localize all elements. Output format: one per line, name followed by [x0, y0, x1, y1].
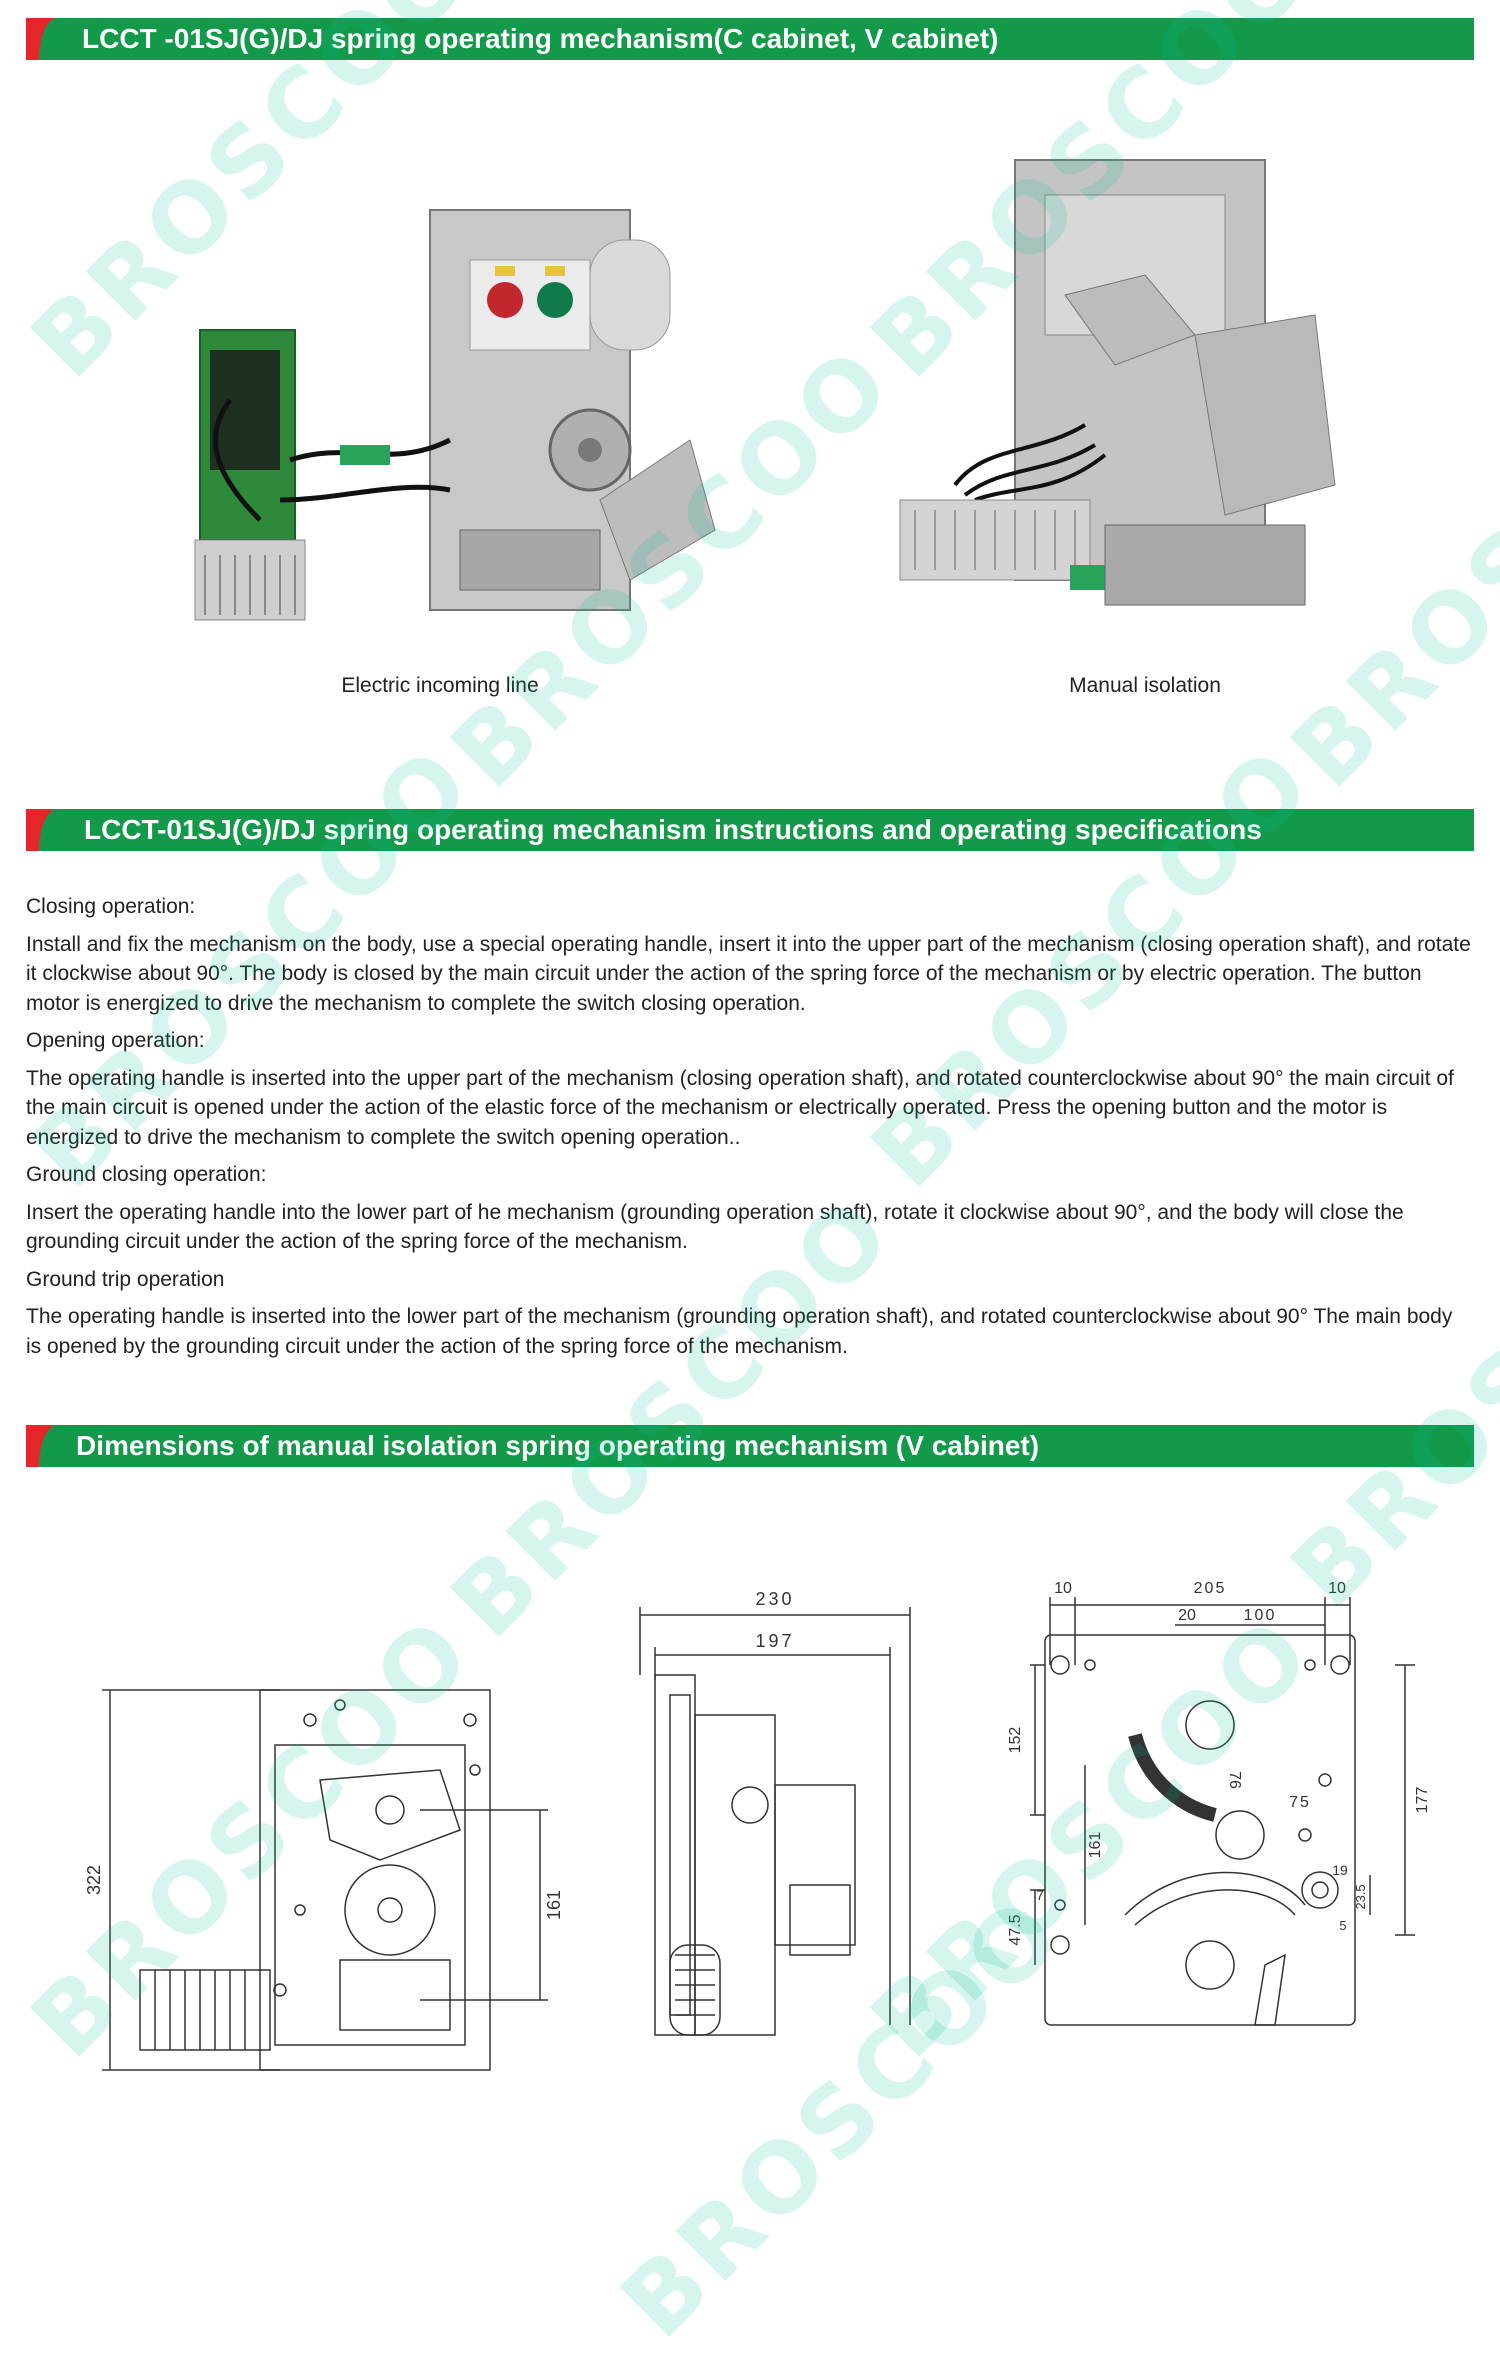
section-banner-3: Dimensions of manual isolation spring op…: [26, 1425, 1474, 1467]
opening-heading: Opening operation:: [26, 1029, 205, 1052]
dim-front-height: 322: [84, 1865, 104, 1895]
dim-plate-177: 177: [1414, 1787, 1431, 1814]
dim-plate-width: 205: [1194, 1580, 1227, 1597]
ground-trip-text: The operating handle is inserted into th…: [26, 1305, 1453, 1358]
section-title-3: Dimensions of manual isolation spring op…: [76, 1430, 1040, 1461]
section-title-2: LCCT-01SJ(G)/DJ spring operating mechani…: [84, 814, 1262, 845]
closing-text: Install and fix the mechanism on the bod…: [26, 932, 1471, 1015]
closing-heading: Closing operation:: [26, 895, 196, 918]
ground-closing-heading: Ground closing operation:: [26, 1163, 267, 1186]
dim-front-inner: 161: [544, 1890, 564, 1920]
right-photo-caption: Manual isolation: [1069, 674, 1221, 697]
dim-plate-left-margin: 10: [1054, 1580, 1072, 1597]
dim-plate-76: 76: [1226, 1771, 1243, 1789]
left-photo-caption: Electric incoming line: [341, 674, 539, 697]
banner-red-tab: [26, 18, 56, 60]
dim-plate-152: 152: [1007, 1727, 1024, 1754]
dim-plate-5: 5: [1339, 1918, 1346, 1933]
instructions: Closing operation: Install and fix the m…: [26, 892, 1472, 1369]
dim-plate-100: 100: [1244, 1607, 1277, 1624]
dim-side-width: 230: [755, 1589, 794, 1609]
manual-isolation-photo: [899, 159, 1336, 606]
dim-plate-20: 20: [1178, 1607, 1196, 1624]
dim-plate-right-margin: 10: [1328, 1580, 1346, 1597]
banner-red-tab: [26, 1425, 56, 1467]
electric-incoming-line-photo: [194, 209, 716, 621]
dim-plate-47-5: 47.5: [1007, 1914, 1024, 1945]
section-title-1: LCCT -01SJ(G)/DJ spring operating mechan…: [82, 23, 999, 54]
plate-dimension-drawing: 10 205 10 20 100 152 76 75 177 161 19 47…: [1007, 1580, 1431, 2026]
dim-plate-23-5: 23.5: [1353, 1884, 1368, 1909]
front-view-drawing: 322 161: [84, 1689, 564, 2071]
ground-closing-text: Insert the operating handle into the low…: [26, 1200, 1404, 1254]
dim-plate-7: 7: [1036, 1887, 1044, 1903]
banner-red-tab: [26, 809, 56, 851]
opening-text: The operating handle is inserted into th…: [26, 1066, 1454, 1149]
side-view-drawing: 230 197: [639, 1589, 911, 2036]
section-banner-1: LCCT -01SJ(G)/DJ spring operating mechan…: [26, 18, 1474, 60]
dim-plate-19: 19: [1332, 1862, 1348, 1878]
section-banner-2: LCCT-01SJ(G)/DJ spring operating mechani…: [26, 809, 1474, 851]
dim-plate-75: 75: [1289, 1794, 1311, 1811]
ground-trip-heading: Ground trip operation: [26, 1267, 225, 1291]
dim-plate-161: 161: [1087, 1832, 1104, 1859]
dim-side-inner: 197: [755, 1631, 794, 1651]
